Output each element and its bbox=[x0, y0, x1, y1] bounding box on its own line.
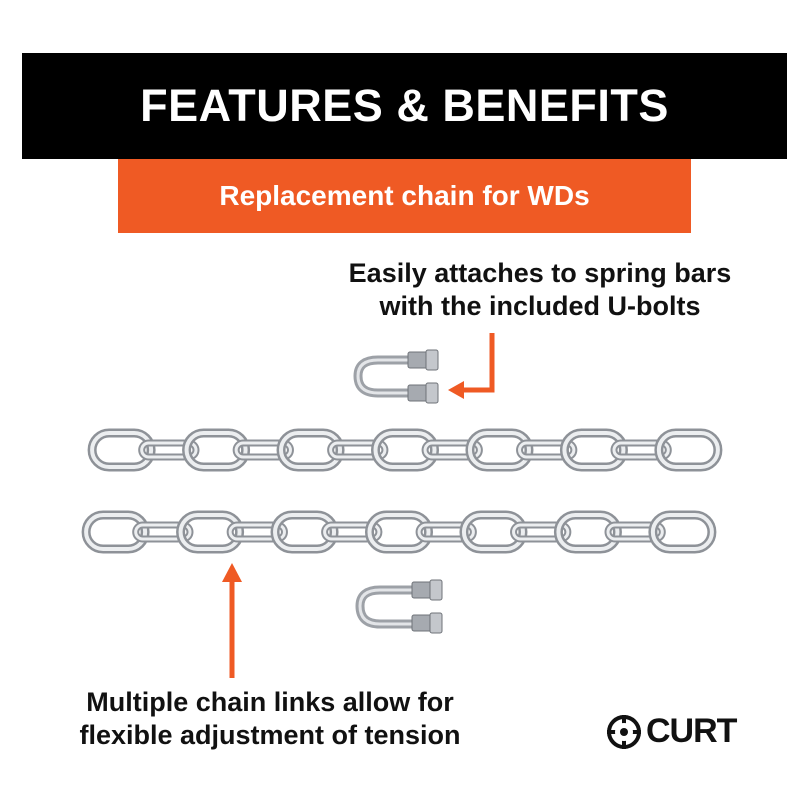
chain-link-highlight bbox=[134, 523, 192, 541]
brand-name: CURT bbox=[646, 712, 737, 750]
chain-link-highlight bbox=[273, 513, 337, 551]
page-title: FEATURES & BENEFITS bbox=[140, 80, 669, 131]
chain-bottom bbox=[81, 510, 717, 554]
chain-link-highlight bbox=[518, 441, 576, 459]
chain-link-highlight bbox=[417, 523, 475, 541]
chain-link-highlight bbox=[373, 431, 437, 469]
chain-link-highlight bbox=[461, 513, 525, 551]
chain-link-highlight bbox=[234, 441, 292, 459]
ubolt-bottom-icon bbox=[355, 579, 443, 634]
chain-link-highlight bbox=[184, 431, 248, 469]
chain-link-highlight bbox=[562, 431, 626, 469]
chain-link-highlight bbox=[329, 441, 387, 459]
ubolt-arrow-icon bbox=[448, 333, 495, 399]
header-banner: FEATURES & BENEFITS bbox=[22, 53, 787, 159]
chain-link-highlight bbox=[84, 513, 148, 551]
brand-logo: CURT bbox=[606, 712, 737, 751]
chain-link-highlight bbox=[556, 513, 620, 551]
ubolt-top-icon bbox=[353, 349, 439, 404]
chain-callout: Multiple chain links allow for flexible … bbox=[40, 686, 500, 752]
chain-link-highlight bbox=[650, 513, 714, 551]
ubolt-callout-line-1: Easily attaches to spring bars bbox=[348, 258, 732, 288]
chain-link-highlight bbox=[279, 431, 343, 469]
chain-link-highlight bbox=[606, 523, 664, 541]
chain-link-highlight bbox=[178, 513, 242, 551]
chain-link-highlight bbox=[90, 431, 154, 469]
chain-link-arrow-icon bbox=[222, 563, 242, 678]
chain-link-highlight bbox=[140, 441, 198, 459]
chain-link-highlight bbox=[467, 431, 531, 469]
chain-callout-line-2: flexible adjustment of tension bbox=[79, 720, 461, 750]
chain-top bbox=[87, 428, 723, 472]
ubolt-callout: Easily attaches to spring bars with the … bbox=[300, 257, 780, 323]
chain-link-highlight bbox=[228, 523, 286, 541]
chain-callout-line-1: Multiple chain links allow for bbox=[86, 687, 454, 717]
ubolt-callout-line-2: with the included U-bolts bbox=[379, 291, 701, 321]
chain-link-highlight bbox=[512, 523, 570, 541]
chain-link-highlight bbox=[612, 441, 670, 459]
curt-gear-icon bbox=[607, 714, 641, 749]
chain-link-highlight bbox=[423, 441, 481, 459]
chain-link-highlight bbox=[367, 513, 431, 551]
subheader-banner: Replacement chain for WDs bbox=[118, 159, 691, 233]
subheader-title: Replacement chain for WDs bbox=[219, 180, 590, 211]
chain-link-highlight bbox=[656, 431, 720, 469]
chain-link-highlight bbox=[323, 523, 381, 541]
